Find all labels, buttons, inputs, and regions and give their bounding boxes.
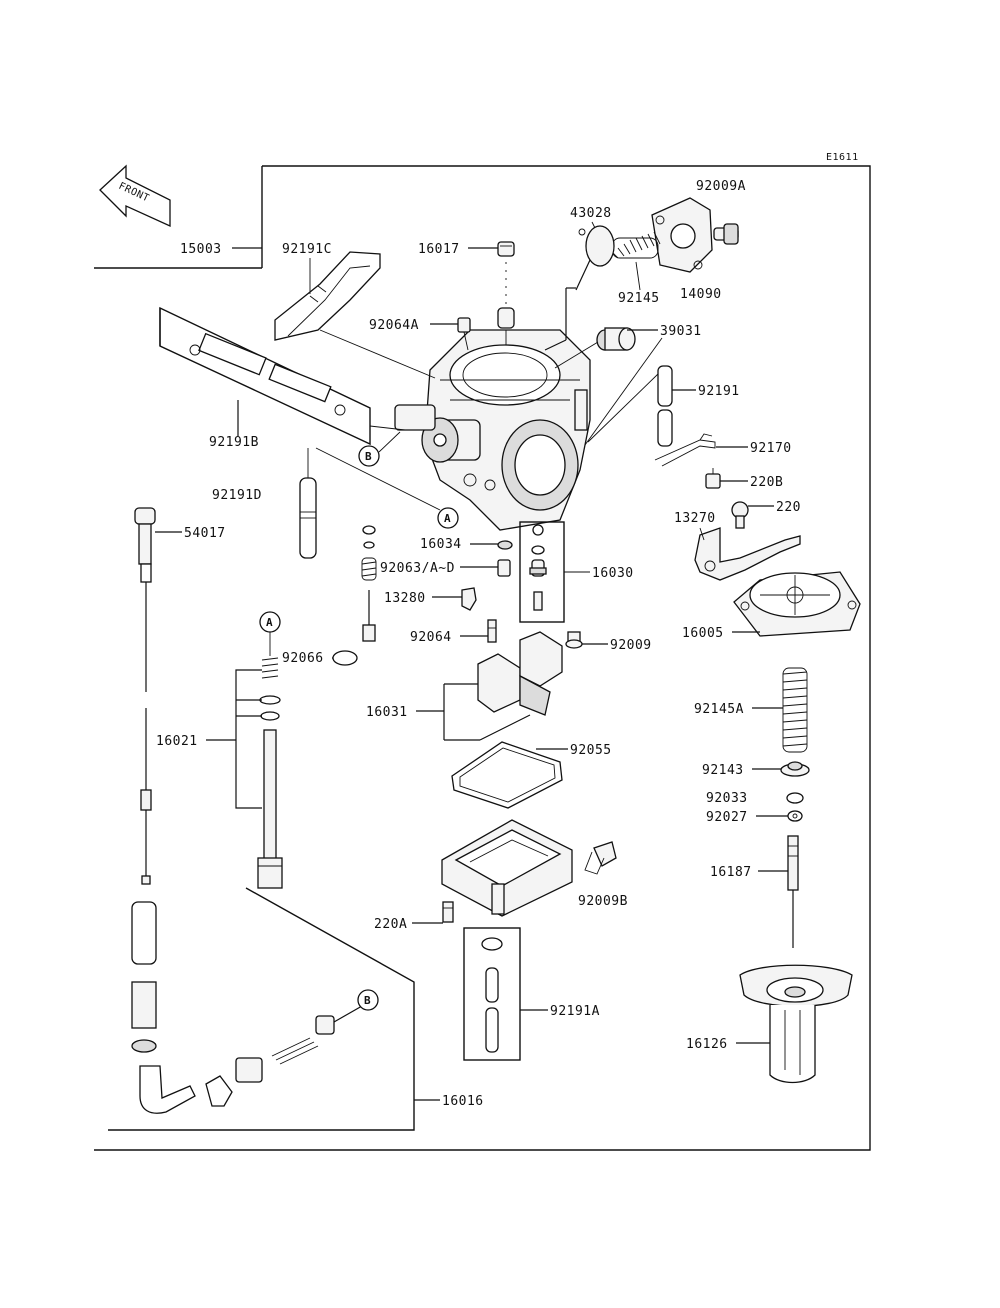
label-92009: 92009 bbox=[610, 638, 652, 653]
label-92191: 92191 bbox=[698, 384, 740, 399]
label-92027: 92027 bbox=[706, 810, 748, 825]
label-14090: 14090 bbox=[680, 287, 722, 302]
needle-16187 bbox=[787, 835, 799, 948]
cap-39031 bbox=[554, 327, 636, 369]
label-92064: 92064 bbox=[410, 630, 452, 645]
label-92145: 92145 bbox=[618, 291, 660, 306]
spring-92145A bbox=[782, 667, 808, 753]
label-220A: 220A bbox=[374, 917, 407, 932]
callout-A-top-label: A bbox=[444, 512, 451, 525]
part-labels: 15003 92191C 16017 43028 92009A 92145 14… bbox=[155, 179, 801, 1109]
label-43028: 43028 bbox=[570, 206, 612, 221]
label-92143: 92143 bbox=[702, 763, 744, 778]
tube-92191D bbox=[299, 448, 317, 559]
part-13280 bbox=[461, 587, 477, 611]
clip-92170 bbox=[654, 433, 716, 467]
label-92064A: 92064A bbox=[369, 318, 419, 333]
jet-92063 bbox=[497, 559, 511, 577]
gasket-92055 bbox=[451, 741, 563, 809]
label-16005: 16005 bbox=[682, 626, 724, 641]
carburetor-body bbox=[394, 329, 591, 531]
pilot-screw-assembly bbox=[361, 525, 377, 642]
float-bowl bbox=[441, 819, 573, 917]
callout-A-bottom: A bbox=[259, 611, 281, 656]
washer-16034 bbox=[497, 540, 513, 550]
pump-rod bbox=[544, 287, 576, 351]
float-16031 bbox=[477, 631, 563, 741]
screw-14090 bbox=[713, 223, 739, 245]
screw-220B bbox=[705, 468, 721, 489]
main-frame bbox=[94, 165, 871, 1151]
choke-cable-54017 bbox=[134, 507, 156, 885]
plug-92064 bbox=[487, 619, 497, 643]
label-92191D: 92191D bbox=[212, 488, 262, 503]
label-92009A: 92009A bbox=[696, 179, 746, 194]
label-16030: 16030 bbox=[592, 566, 634, 581]
cap-92066 bbox=[332, 650, 358, 666]
label-16021: 16021 bbox=[156, 734, 198, 749]
front-arrow-icon: FRONT bbox=[99, 164, 171, 228]
label-16187: 16187 bbox=[710, 865, 752, 880]
label-16031: 16031 bbox=[366, 705, 408, 720]
label-54017: 54017 bbox=[184, 526, 226, 541]
callout-A-top: A bbox=[437, 507, 459, 529]
needle-jet-16021 bbox=[257, 657, 283, 889]
screw-220 bbox=[731, 501, 749, 529]
callout-B-bottom: B bbox=[357, 989, 379, 1011]
label-13270: 13270 bbox=[674, 511, 716, 526]
label-15003: 15003 bbox=[180, 242, 222, 257]
label-92170: 92170 bbox=[750, 441, 792, 456]
label-13280: 13280 bbox=[384, 591, 426, 606]
slide-16126 bbox=[739, 964, 853, 1084]
callout-B-top-label: B bbox=[365, 450, 372, 463]
bracket-13270 bbox=[694, 527, 801, 581]
callout-A-bottom-label: A bbox=[266, 616, 273, 629]
drain-screw-92009B bbox=[584, 841, 617, 875]
label-92191A: 92191A bbox=[550, 1004, 600, 1019]
label-92009B: 92009B bbox=[578, 894, 628, 909]
label-92055: 92055 bbox=[570, 743, 612, 758]
seat-92143 bbox=[780, 761, 810, 777]
label-16034: 16034 bbox=[420, 537, 462, 552]
label-39031: 39031 bbox=[660, 324, 702, 339]
tube-group-92191B bbox=[159, 306, 406, 446]
label-92191B: 92191B bbox=[209, 435, 259, 450]
spring-92145 bbox=[611, 231, 661, 259]
callout-B-bottom-label: B bbox=[364, 994, 371, 1007]
clip-92033 bbox=[786, 792, 804, 804]
label-220B: 220B bbox=[750, 475, 783, 490]
plug-92064A bbox=[457, 317, 471, 351]
tube-92191 bbox=[587, 365, 673, 447]
label-92033: 92033 bbox=[706, 791, 748, 806]
callout-B-top: B bbox=[358, 431, 401, 467]
label-16126: 16126 bbox=[686, 1037, 728, 1052]
label-16016: 16016 bbox=[442, 1094, 484, 1109]
washer-92027 bbox=[787, 810, 803, 822]
bracket-16021 bbox=[235, 669, 262, 809]
label-92145A: 92145A bbox=[694, 702, 744, 717]
diaphragm-43028 bbox=[575, 225, 615, 291]
top-cover-16005 bbox=[733, 571, 861, 637]
cap-16017 bbox=[497, 241, 515, 345]
tube-92191C-leader bbox=[319, 329, 436, 379]
label-16017: 16017 bbox=[418, 242, 460, 257]
screw-92009 bbox=[565, 631, 583, 649]
tube-group-92191A bbox=[463, 927, 521, 1061]
label-92066: 92066 bbox=[282, 651, 324, 666]
diagram-code: E1611 bbox=[826, 152, 859, 163]
screw-220A bbox=[442, 901, 454, 923]
tube-92191C bbox=[274, 251, 381, 341]
label-220: 220 bbox=[776, 500, 801, 515]
pump-cover-92009A bbox=[651, 197, 713, 273]
starter-assembly-16016 bbox=[108, 887, 415, 1131]
leader-A-body bbox=[315, 447, 441, 511]
label-92191C: 92191C bbox=[282, 242, 332, 257]
label-92063: 92063/A~D bbox=[380, 561, 455, 576]
jet-group-16030 bbox=[519, 521, 590, 623]
